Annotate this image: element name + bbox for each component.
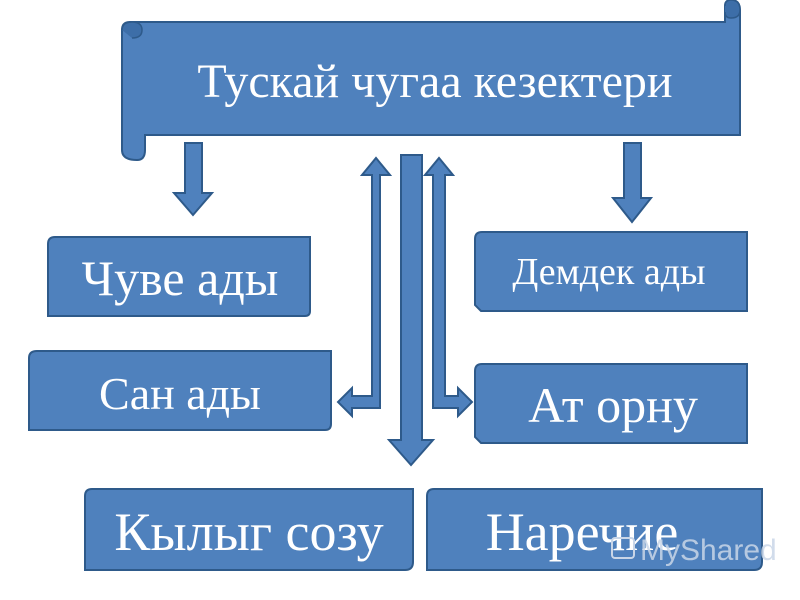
arrow-down-left-icon	[171, 142, 215, 217]
box-demdek-ady-label: Демдек ады	[512, 251, 705, 293]
box-at-ornu-label: Ат орну	[528, 377, 698, 433]
box-chuve-ady-label: Чуве ады	[82, 250, 279, 306]
box-san-ady-label: Сан ады	[99, 368, 261, 419]
box-san-ady: Сан ады	[28, 350, 332, 431]
bent-arrow-left-icon	[336, 156, 393, 419]
box-kylyg-sozu-label: Кылыг созу	[114, 502, 383, 562]
box-kylyg-sozu: Кылыг созу	[84, 488, 414, 571]
diagram-title: Тускай чугаа кезектери	[197, 55, 672, 108]
box-at-ornu: Ат орну	[474, 363, 748, 444]
box-demdek-ady: Демдек ады	[474, 231, 748, 312]
arrow-down-center-icon	[386, 154, 436, 467]
watermark-icon	[611, 537, 635, 559]
arrow-down-right-icon	[610, 142, 654, 224]
box-narechie-label: Наречие	[486, 502, 679, 562]
title-scroll: Тускай чугаа кезектери	[121, 0, 741, 162]
watermark: MyShared	[611, 534, 777, 567]
watermark-text: MyShared	[640, 534, 777, 567]
box-narechie: Наречие	[426, 488, 763, 571]
box-chuve-ady: Чуве ады	[47, 236, 311, 317]
bent-arrow-right-icon	[422, 156, 474, 419]
